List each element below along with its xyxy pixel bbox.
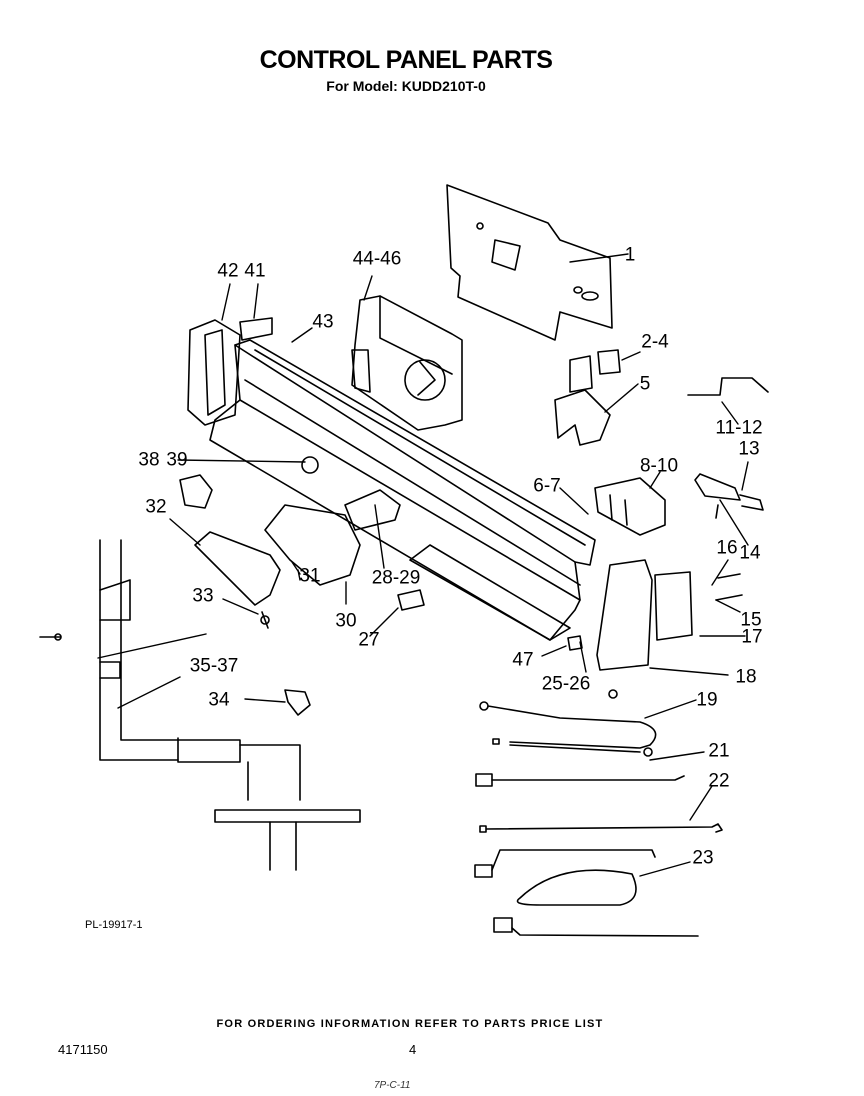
callout-32: 32 xyxy=(145,496,167,518)
callout-14: 14 xyxy=(739,542,761,564)
callout-34: 34 xyxy=(208,689,230,711)
small-parts-drawing xyxy=(179,474,583,716)
callout-5: 5 xyxy=(639,373,651,395)
part-1-plate-drawing xyxy=(446,184,613,341)
callout-6-7: 6-7 xyxy=(533,475,561,497)
callout-22: 22 xyxy=(708,770,730,792)
part-44-46-timer-drawing xyxy=(351,295,463,431)
callout-44-46: 44-46 xyxy=(352,248,402,270)
vent-pipe-drawing xyxy=(39,539,361,871)
callout-16: 16 xyxy=(716,537,738,559)
callout-8-10: 8-10 xyxy=(639,455,679,477)
callout-17: 17 xyxy=(741,626,763,648)
part-8-10-switch-drawing xyxy=(594,477,666,536)
part-18-bezel-drawing xyxy=(596,559,743,671)
callout-38: 38 xyxy=(138,449,160,471)
part-13-sensor-drawing xyxy=(694,473,764,519)
main-control-panel-drawing xyxy=(209,339,596,641)
wire-harness-drawing xyxy=(474,689,723,937)
handwritten-note: 7P-C-11 xyxy=(374,1080,411,1091)
callout-1: 1 xyxy=(624,244,636,266)
callout-39: 39 xyxy=(166,449,188,471)
callout-25-26: 25-26 xyxy=(541,673,591,695)
callout-47: 47 xyxy=(512,649,534,671)
page-number: 4 xyxy=(409,1042,417,1057)
model-subtitle: For Model: KUDD210T-0 xyxy=(326,78,486,94)
plate-number: PL-19917-1 xyxy=(85,919,143,931)
leader-lines xyxy=(97,253,749,877)
callout-2-4: 2-4 xyxy=(641,331,669,353)
callout-31: 31 xyxy=(299,565,321,587)
callout-30: 30 xyxy=(335,610,357,632)
part-5-bracket-drawing xyxy=(554,349,621,446)
document-number: 4171150 xyxy=(58,1042,108,1057)
callout-33: 33 xyxy=(192,585,214,607)
callout-28-29: 28-29 xyxy=(371,567,421,589)
callout-23: 23 xyxy=(692,847,714,869)
callout-13: 13 xyxy=(738,438,760,460)
callout-41: 41 xyxy=(244,260,266,282)
callout-18: 18 xyxy=(735,666,757,688)
callout-43: 43 xyxy=(312,311,334,333)
callout-19: 19 xyxy=(696,689,718,711)
page-title: CONTROL PANEL PARTS xyxy=(259,46,553,74)
callout-42: 42 xyxy=(217,260,239,282)
callout-35-37: 35-37 xyxy=(189,655,239,677)
part-42-endcap-drawing xyxy=(187,317,273,426)
callout-15: 15 xyxy=(740,609,762,631)
part-11-12-clip-drawing xyxy=(687,377,769,396)
callout-27: 27 xyxy=(358,629,380,651)
ordering-note: FOR ORDERING INFORMATION REFER TO PARTS … xyxy=(216,1018,604,1030)
callout-21: 21 xyxy=(708,740,730,762)
callout-11-12: 11-12 xyxy=(715,417,763,439)
